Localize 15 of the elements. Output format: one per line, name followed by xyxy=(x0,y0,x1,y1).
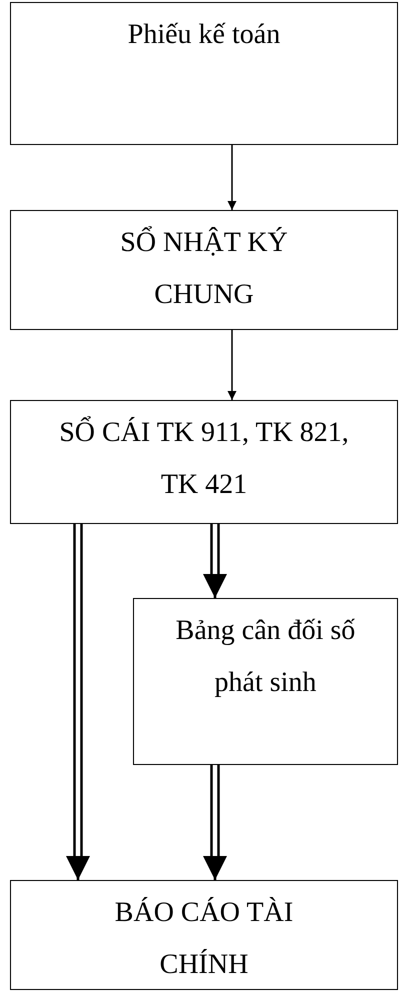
box-label: SỔ CÁI TK 911, TK 821, TK 421 xyxy=(58,415,350,502)
box-label: SỔ NHẬT KÝ CHUNG xyxy=(119,225,289,312)
arrow xyxy=(228,145,236,210)
process-box xyxy=(10,400,398,524)
arrow xyxy=(228,330,236,400)
box-label: BÁO CÁO TÀI CHÍNH xyxy=(114,896,294,982)
process-box xyxy=(10,880,398,990)
arrow xyxy=(203,522,227,600)
arrow xyxy=(66,522,90,882)
box-label: Phiếu kế toán xyxy=(128,18,280,52)
process-box xyxy=(10,2,398,145)
process-box xyxy=(10,210,398,330)
box-label: Bảng cân đối số phát sinh xyxy=(174,614,356,700)
arrow xyxy=(203,764,227,882)
process-box xyxy=(133,598,398,765)
